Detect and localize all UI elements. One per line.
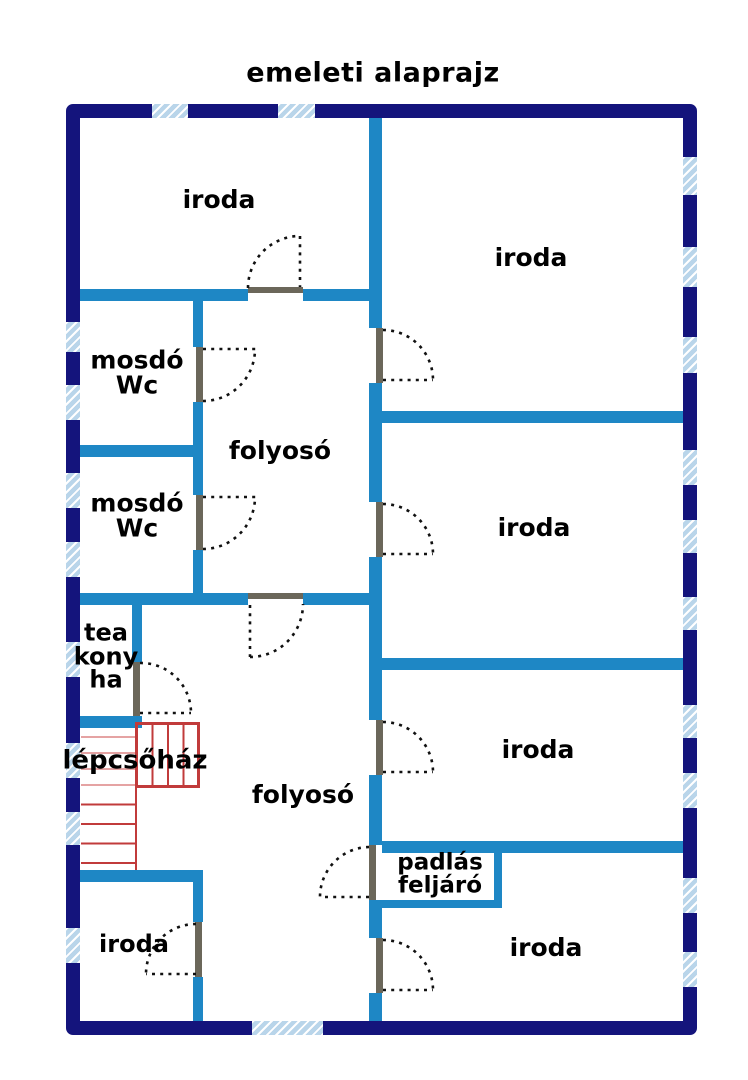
window-segment — [66, 473, 80, 508]
window-segment — [66, 743, 80, 778]
window-segment — [66, 812, 80, 845]
door-sill — [248, 593, 303, 599]
room-label-tea-konyha: tea kony ha — [73, 618, 139, 694]
room-label-iroda-bottom-left: iroda — [99, 930, 169, 959]
door-sill — [248, 287, 303, 293]
window-segment — [66, 322, 80, 352]
interior-wall-segment — [80, 445, 203, 457]
interior-wall-segment — [382, 841, 683, 853]
window-segment — [66, 385, 80, 420]
interior-wall-segment — [382, 411, 683, 423]
interior-wall-segment — [369, 557, 382, 720]
interior-wall-segment — [303, 593, 369, 605]
interior-wall-segment — [369, 775, 382, 845]
interior-wall-segment — [369, 383, 382, 502]
interior-wall-segment — [193, 977, 203, 1021]
room-label-folyoso-upper: folyosó — [228, 435, 332, 465]
window-segment — [683, 773, 697, 808]
room-label-mosdo-wc-lower: mosdó Wc — [90, 488, 184, 542]
window-segment — [683, 337, 697, 373]
room-label-mosdo-wc-upper: mosdó Wc — [90, 345, 184, 399]
door-sill — [376, 328, 383, 383]
window-segment — [252, 1021, 323, 1035]
staircase-lower-flight — [81, 786, 137, 870]
window-segment — [152, 104, 188, 118]
door-sill — [196, 347, 203, 402]
interior-wall-segment — [80, 593, 248, 605]
window-segment — [66, 542, 80, 577]
door-sill — [376, 502, 383, 557]
interior-wall-segment — [382, 900, 502, 908]
door-sill — [196, 495, 203, 550]
window-segment — [278, 104, 315, 118]
interior-wall-segment — [80, 289, 248, 301]
room-label-iroda-right-middle: iroda — [497, 512, 571, 542]
window-segment — [683, 705, 697, 738]
door-sill — [376, 720, 383, 775]
door-sill — [376, 938, 383, 993]
interior-wall-segment — [303, 289, 369, 301]
door-sill — [133, 662, 140, 716]
room-label-iroda-right-lower: iroda — [501, 734, 575, 764]
interior-wall-segment — [193, 289, 203, 347]
interior-wall-segment — [80, 870, 203, 882]
door-sill — [369, 845, 376, 900]
staircase-upper-flight — [81, 722, 135, 786]
room-label-padlas-feljaro: padlás feljáró — [397, 849, 483, 898]
window-segment — [683, 247, 697, 287]
window-segment — [683, 597, 697, 630]
interior-wall-segment — [193, 550, 203, 593]
room-label-iroda-top-left: iroda — [182, 184, 256, 214]
room-label-folyoso-lower: folyosó — [251, 779, 355, 809]
interior-wall-segment — [369, 118, 382, 328]
interior-wall-segment — [193, 882, 203, 922]
room-label-iroda-top-right: iroda — [494, 242, 568, 272]
window-segment — [683, 952, 697, 987]
page-title: emeleti alaprajz — [246, 57, 500, 89]
interior-wall-segment — [132, 605, 142, 662]
room-label-lepcsohaz: lépcsőház — [62, 745, 208, 776]
window-segment — [66, 642, 80, 677]
interior-wall-segment — [369, 993, 382, 1021]
interior-wall-segment — [494, 841, 502, 908]
window-segment — [683, 157, 697, 195]
window-segment — [66, 928, 80, 963]
room-label-iroda-bottom-right: iroda — [509, 932, 583, 962]
window-segment — [683, 450, 697, 485]
interior-wall-segment — [382, 658, 683, 670]
staircase-landing — [135, 722, 200, 788]
window-segment — [683, 520, 697, 553]
window-segment — [683, 878, 697, 913]
interior-wall-segment — [369, 900, 382, 938]
door-sill — [195, 922, 202, 977]
